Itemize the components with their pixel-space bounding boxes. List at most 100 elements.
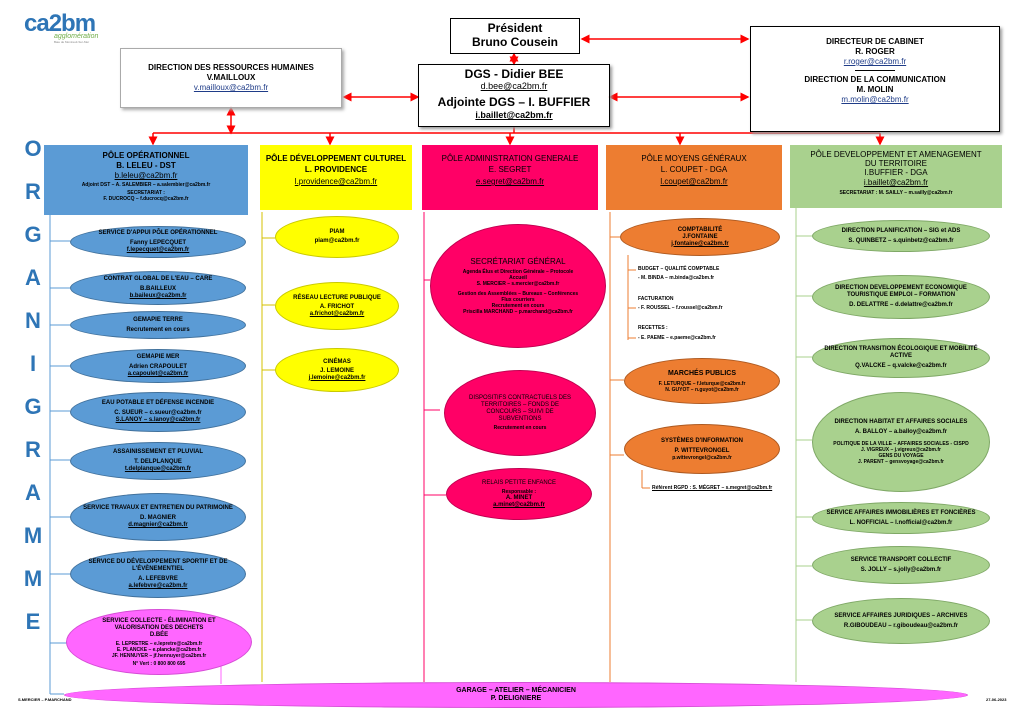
- dechets-numero-vert: N° Vert : 0 800 800 695: [132, 660, 186, 667]
- pole-moyens-header: PÔLE MOYENS GÉNÉRAUX L. COUPET - DGA l.c…: [606, 145, 782, 210]
- budget-label: BUDGET – QUALITÉ COMPTABLE: [638, 266, 720, 272]
- moyens-budget: BUDGET – QUALITÉ COMPTABLE - M. BINDA – …: [638, 266, 778, 281]
- service-title: PIAM: [329, 229, 345, 235]
- pole-email[interactable]: l.coupet@ca2bm.fr: [660, 177, 728, 186]
- vertical-title-letter: M: [23, 566, 43, 591]
- pole-email[interactable]: b.leleu@ca2bm.fr: [114, 171, 178, 180]
- pole-email[interactable]: l.providence@ca2bm.fr: [294, 177, 378, 186]
- dgs-email[interactable]: d.bee@ca2bm.fr: [480, 81, 548, 91]
- pole-territoire-header: PÔLE DEVELOPPEMENT ET AMENAGEMENT DU TER…: [790, 145, 1002, 208]
- logo-small: Baie de Montreuil-Sur-Mer: [54, 40, 90, 44]
- rh-email[interactable]: v.mailloux@ca2bm.fr: [193, 83, 269, 92]
- pole-email[interactable]: i.baillet@ca2bm.fr: [863, 178, 929, 187]
- service-title: SERVICE TRAVAUX ET ENTRETIEN DU PATRIMOI…: [83, 505, 233, 511]
- service-name: piam@ca2bm.fr: [314, 238, 360, 244]
- communication-email[interactable]: m.molin@ca2bm.fr: [841, 95, 909, 104]
- service-email[interactable]: b.baileux@ca2bm.fr: [129, 293, 187, 299]
- divider: [855, 70, 895, 71]
- territoire-service: SERVICE AFFAIRES IMMOBILIÈRES ET FONCIÈR…: [812, 502, 990, 534]
- service-title: DIRECTION DEVELOPPEMENT ECONOMIQUE TOURI…: [835, 285, 967, 298]
- service-name: Fanny LEPECQUET: [129, 240, 186, 246]
- service-email[interactable]: d.magnier@ca2bm.fr: [128, 522, 188, 528]
- dgs-title: DGS - Didier BEE: [464, 67, 564, 81]
- pole-title: PÔLE DÉVELOPPEMENT CULTUREL: [265, 154, 407, 163]
- service-email[interactable]: S.LANOY – s.lanoy@ca2bm.fr: [115, 417, 201, 423]
- rh-box: DIRECTION DES RESSOURCES HUMAINES V.MAIL…: [120, 48, 342, 108]
- service-contact: R.GIBOUDEAU – r.giboudeau@ca2bm.fr: [843, 622, 959, 629]
- rh-name: V.MAILLOUX: [206, 73, 256, 82]
- relais-email[interactable]: a.minet@ca2bm.fr: [493, 501, 545, 508]
- service-name: A. FRICHOT: [319, 303, 355, 310]
- moyens-facturation: FACTURATION - F. ROUSSEL – f.roussel@ca2…: [638, 296, 778, 311]
- service-email[interactable]: a.lefebvre@ca2bm.fr: [128, 582, 188, 589]
- secretariat-title: SECRÉTARIAT GÉNÉRAL: [470, 257, 566, 266]
- vertical-title-letter: I: [29, 351, 37, 376]
- service-name: Adrien CRAPOULET: [128, 364, 187, 370]
- ca2bm-logo: ca2bm agglomération Baie de Montreuil-Su…: [24, 10, 114, 50]
- secretariat-line: Agenda Élus et Direction Générale – Prot…: [462, 269, 574, 275]
- vertical-title-letter: R: [25, 437, 41, 462]
- relais-name: A. MINET: [505, 494, 533, 501]
- service-title: SERVICE DU DÉVELOPPEMENT SPORTIF ET DE L…: [88, 558, 228, 572]
- culturel-service: PIAM piam@ca2bm.fr: [275, 216, 399, 258]
- service-contact: D. DELATTRE – d.delattre@ca2bm.fr: [849, 302, 953, 308]
- dgs-box: DGS - Didier BEE d.bee@ca2bm.fr Adjointe…: [418, 64, 610, 127]
- operationnel-service: SERVICE D'APPUI PÔLE OPÉRATIONNEL Fanny L…: [70, 226, 246, 258]
- service-title: SERVICE TRANSPORT COLLECTIF: [850, 556, 952, 563]
- pole-culturel-header: PÔLE DÉVELOPPEMENT CULTUREL L. PROVIDENC…: [260, 145, 412, 210]
- cabinet-director-email[interactable]: r.roger@ca2bm.fr: [843, 57, 907, 66]
- secretariat-line: Accueil: [509, 275, 527, 281]
- service-title: SERVICE D'APPUI PÔLE OPÉRATIONNEL: [98, 230, 218, 236]
- dechets-contact: E. LEPRETRE – e.lepretre@ca2bm.fr: [115, 640, 203, 647]
- service-title: DIRECTION TRANSITION ÉCOLOGIQUE ET MOBIL…: [824, 346, 978, 359]
- adjointe-dgs-email[interactable]: i.baillet@ca2bm.fr: [475, 110, 553, 120]
- relais-label: Responsable :: [501, 488, 537, 495]
- rh-title: DIRECTION DES RESSOURCES HUMAINES: [148, 63, 314, 72]
- pole-title: PÔLE MOYENS GÉNÉRAUX: [641, 154, 747, 163]
- vertical-title-letter: A: [25, 480, 41, 505]
- service-email[interactable]: f.lepecquet@ca2bm.fr: [126, 247, 190, 253]
- garage-name: P. DELIGNIERE: [490, 695, 542, 702]
- vertical-title-letter: E: [25, 609, 41, 634]
- service-title: DIRECTION PLANIFICATION – SIG et ADS: [841, 227, 961, 234]
- service-email[interactable]: j.lemoine@ca2bm.fr: [308, 374, 366, 381]
- dechets-head: D.BÉE: [149, 631, 169, 638]
- pole-operationnel-header: PÔLE OPÉRATIONNEL B. LELEU - DST b.leleu…: [44, 145, 248, 215]
- service-subtitle: POLITIQUE DE LA VILLE – AFFAIRES SOCIALE…: [833, 441, 969, 447]
- pole-email[interactable]: e.segret@ca2bm.fr: [475, 177, 545, 186]
- service-email[interactable]: a.capoulet@ca2bm.fr: [127, 371, 189, 377]
- marches-contact: N. GUYOT – n.guyot@ca2bm.fr: [665, 386, 739, 393]
- dechets-title: SERVICE COLLECTE - ÉLIMINATION ET VALORI…: [102, 617, 216, 631]
- service-title: CONTRAT GLOBAL DE L'EAU – CARE: [103, 276, 213, 282]
- pole-administration-header: PÔLE ADMINISTRATION GENERALE E. SEGRET e…: [422, 145, 598, 210]
- service-subtitle: GENS DU VOYAGE: [878, 453, 924, 459]
- cabinet-director-title: DIRECTEUR DE CABINET: [826, 37, 924, 46]
- service-title: SERVICE AFFAIRES JURIDIQUES – ARCHIVES: [834, 612, 968, 619]
- vertical-title-letter: N: [25, 308, 41, 333]
- compta-email[interactable]: j.fontaine@ca2bm.fr: [671, 240, 729, 247]
- service-name: B.BAILLEUX: [140, 286, 176, 292]
- si-email[interactable]: p.wittevrongel@ca2bm.fr: [672, 454, 732, 461]
- service-contact: J. VIGREUX – j.vigreux@ca2bm.fr: [861, 447, 941, 453]
- vertical-title-letter: R: [25, 179, 41, 204]
- secretariat-general-ellipse: SECRÉTARIAT GÉNÉRAL Agenda Élus et Direct…: [430, 224, 606, 348]
- adjointe-dgs-title: Adjointe DGS – I. BUFFIER: [437, 95, 591, 109]
- service-email[interactable]: a.frichot@ca2bm.fr: [309, 310, 365, 317]
- footer-left: S.MERCIER – P.MARCHAND: [18, 697, 72, 702]
- garage-ellipse: GARAGE – ATELIER – MÉCANICIEN P. DELIGNI…: [64, 682, 968, 708]
- service-email[interactable]: t.delplanque@ca2bm.fr: [124, 466, 192, 472]
- logo-text: ca2bm: [24, 10, 96, 37]
- moyens-recettes: RECETTES : - E. PAEME – e.paeme@ca2bm.fr: [638, 325, 778, 341]
- communication-title: DIRECTION DE LA COMMUNICATION: [804, 75, 946, 84]
